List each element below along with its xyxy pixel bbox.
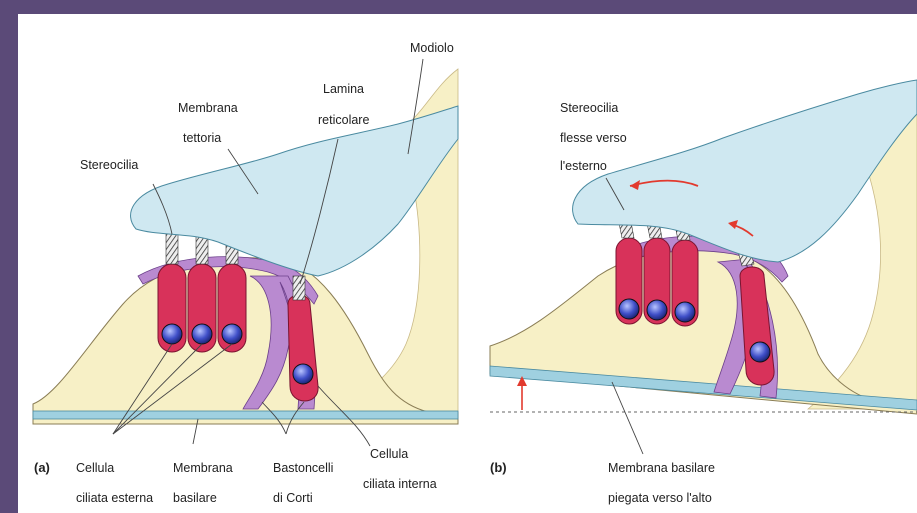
label-outer-hair-1: Cellula: [76, 461, 114, 475]
nucleus: [675, 302, 695, 322]
outer-hair-cells: [158, 264, 246, 352]
label-basilar-b-2: piegata verso l'alto: [608, 491, 712, 505]
label-rods-1: Bastoncelli: [273, 461, 333, 475]
panel-a: [33, 69, 458, 424]
panel-a-tag: (a): [34, 460, 50, 475]
label-inner-hair-1: Cellula: [370, 447, 408, 461]
nucleus: [222, 324, 242, 344]
label-rods-2: di Corti: [273, 491, 313, 505]
nucleus: [192, 324, 212, 344]
label-outer-hair-2: ciliata esterna: [76, 491, 153, 505]
label-stereo-b-2: flesse verso: [560, 131, 627, 145]
panel-b-tag: (b): [490, 460, 507, 475]
label-basilar-b-1: Membrana basilare: [608, 461, 715, 475]
nucleus: [619, 299, 639, 319]
diagram-frame: Stereocilia Membrana tettoria Lamina ret…: [18, 14, 917, 513]
label-stereo-b-3: l'esterno: [560, 159, 607, 173]
nucleus: [293, 364, 313, 384]
label-tectorial-2: tettoria: [183, 131, 221, 145]
label-stereocilia-a: Stereocilia: [80, 158, 138, 172]
outer-hair-cells: [616, 238, 698, 326]
nucleus: [162, 324, 182, 344]
nucleus: [647, 300, 667, 320]
organ-of-corti-diagram: Stereocilia Membrana tettoria Lamina ret…: [18, 14, 917, 513]
label-lamina-2: reticolare: [318, 113, 369, 127]
label-basilar-2-a: basilare: [173, 491, 217, 505]
label-modiolus: Modiolo: [410, 41, 454, 55]
panel-b: [490, 80, 917, 414]
label-inner-hair-2: ciliata interna: [363, 477, 437, 491]
label-tectorial-1: Membrana: [178, 101, 238, 115]
label-stereo-b-1: Stereocilia: [560, 101, 618, 115]
basilar-membrane: [33, 411, 458, 419]
tectorial-membrane: [131, 106, 458, 276]
label-lamina-1: Lamina: [323, 82, 364, 96]
nucleus: [750, 342, 770, 362]
label-basilar-1-a: Membrana: [173, 461, 233, 475]
